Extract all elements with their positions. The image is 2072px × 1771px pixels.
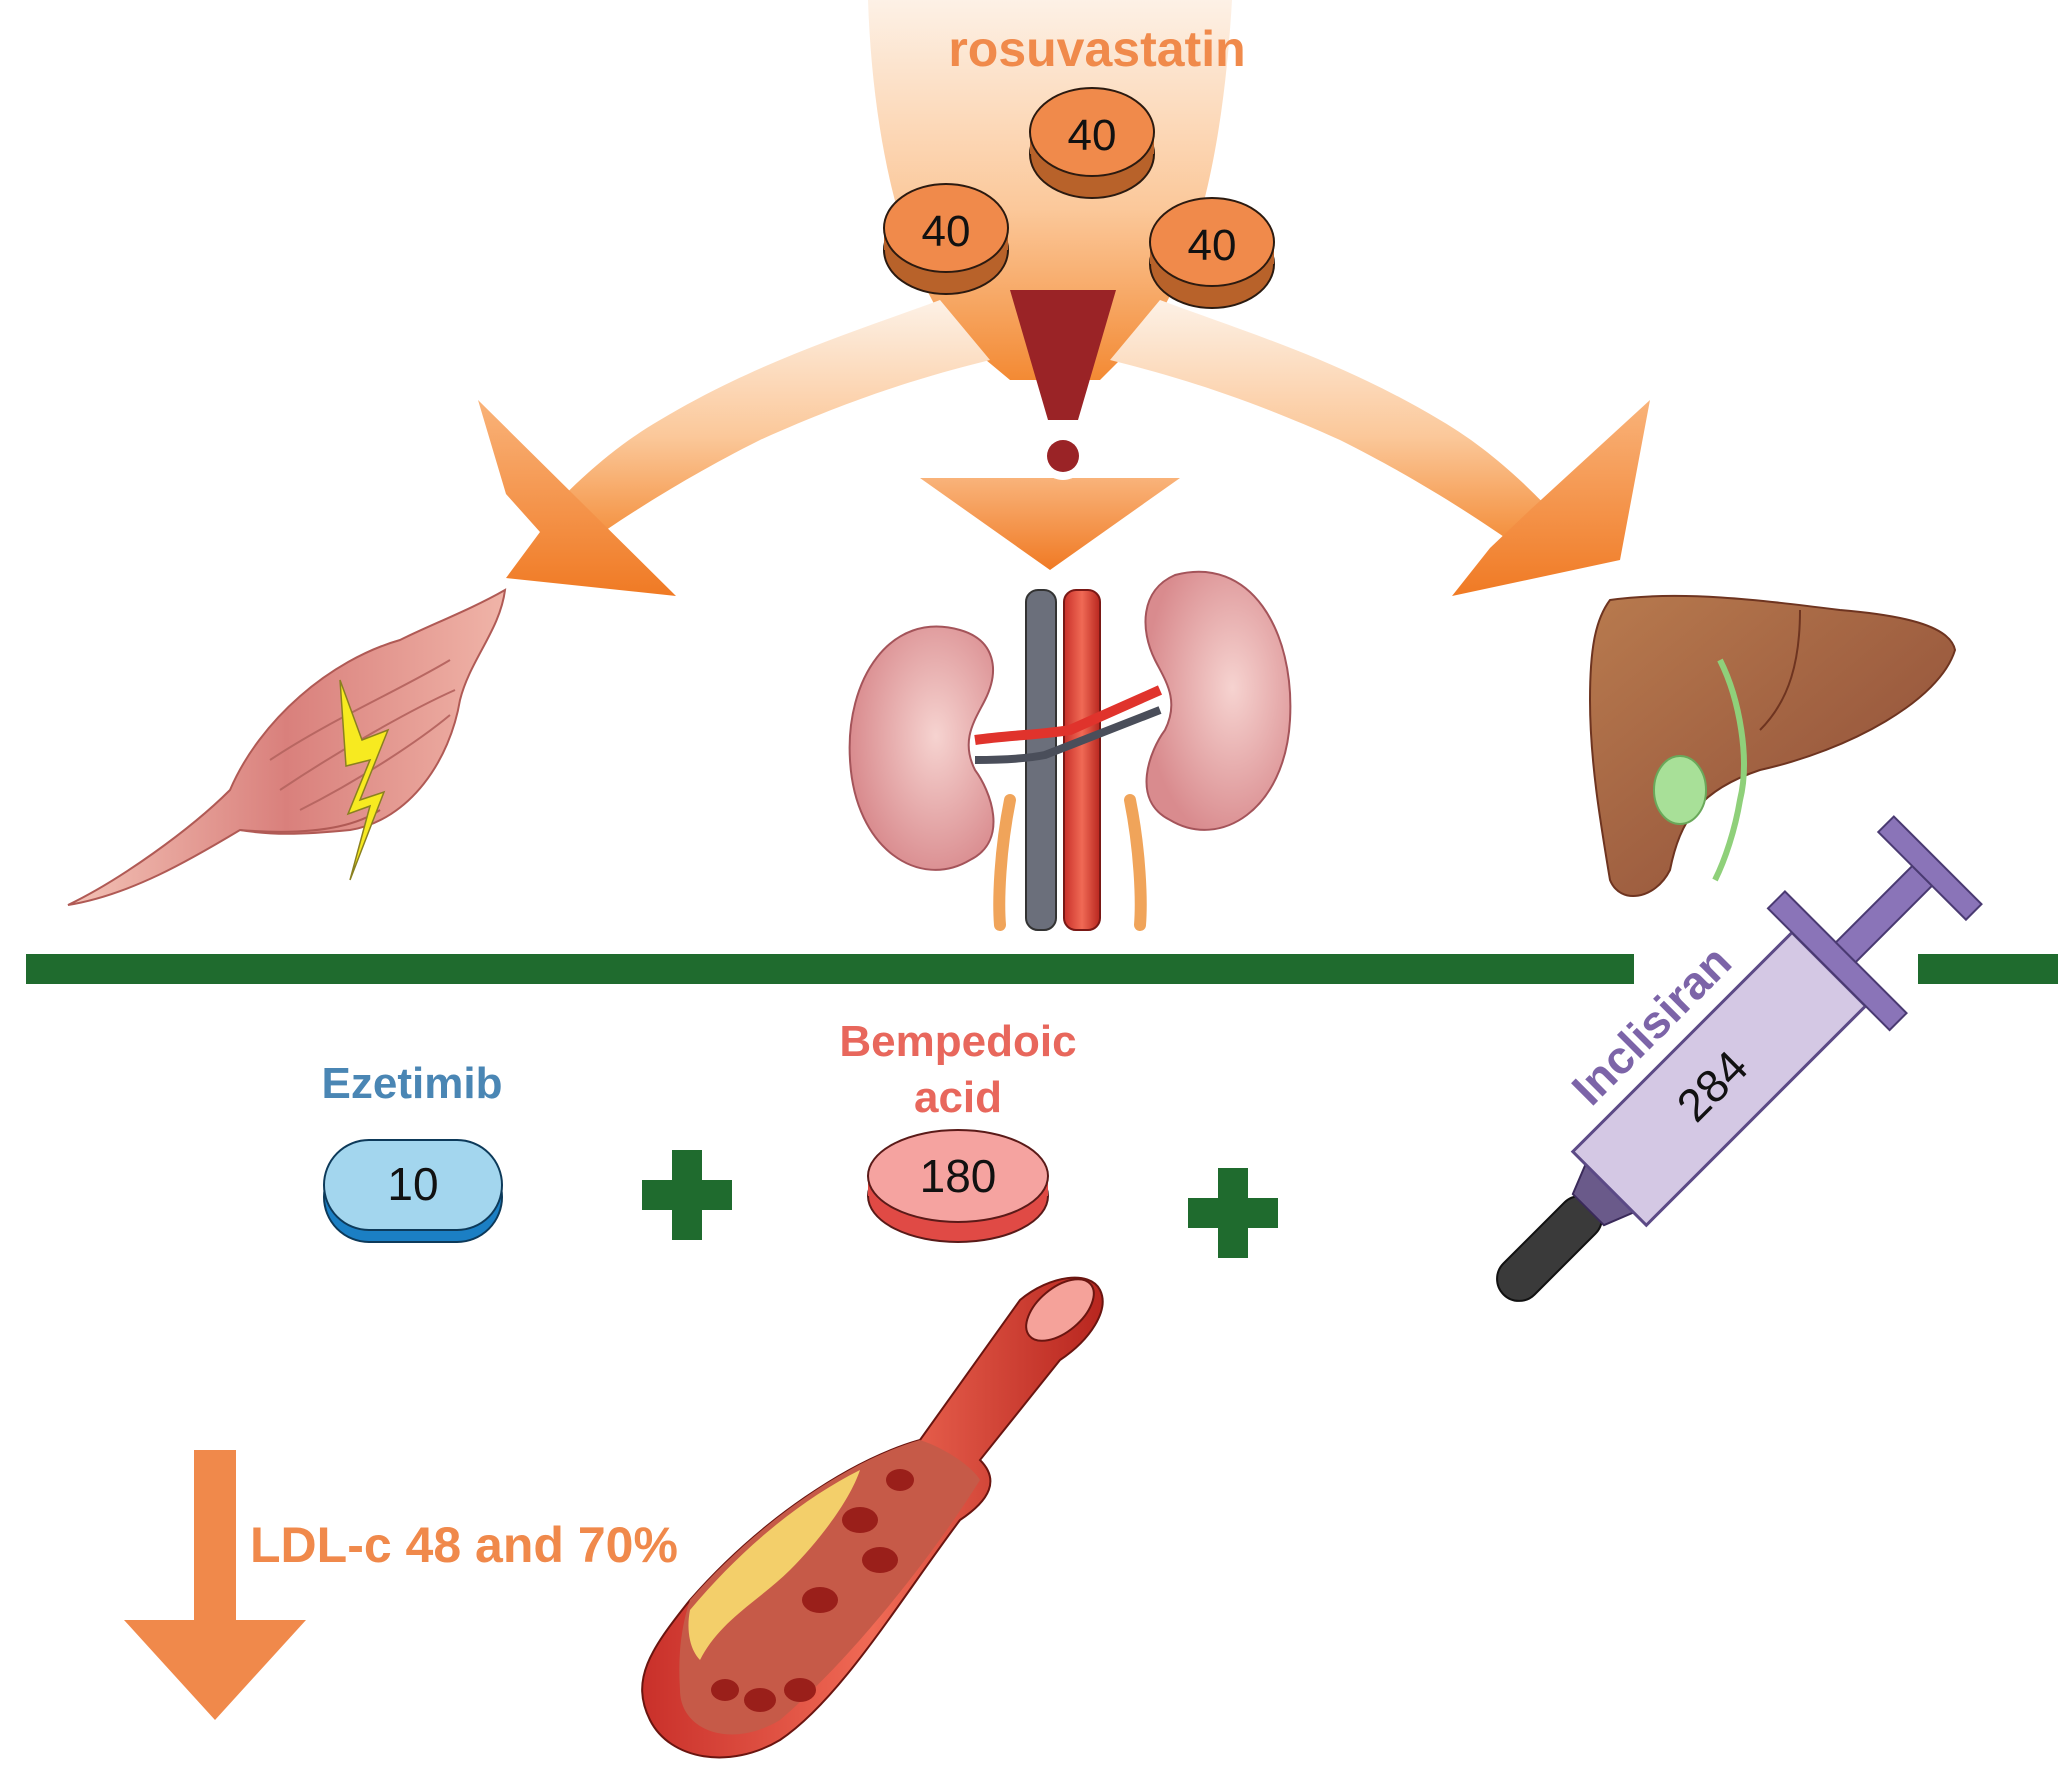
pill-dose: 40 bbox=[1188, 221, 1237, 270]
bempedoic-pill: 180 bbox=[867, 1129, 1049, 1243]
warning-exclamation-icon bbox=[1010, 290, 1116, 480]
divider-line-right bbox=[1918, 954, 2058, 984]
rosuvastatin-label: rosuvastatin bbox=[948, 21, 1245, 77]
rosuvastatin-pill: 40 bbox=[1029, 87, 1155, 199]
ezetimib-label: Ezetimib bbox=[322, 1059, 503, 1108]
arrow-head-center bbox=[920, 478, 1180, 570]
liver-icon bbox=[1588, 594, 1957, 897]
bempedoic-dose: 180 bbox=[920, 1150, 997, 1202]
syringe-icon: 284 Inclisiran bbox=[1496, 815, 1983, 1302]
gallbladder-icon bbox=[1653, 755, 1707, 825]
plus-icon bbox=[1188, 1168, 1278, 1258]
divider-line bbox=[26, 954, 1634, 984]
pill-dose: 40 bbox=[1068, 111, 1117, 160]
ezetimib-pill: 10 bbox=[323, 1139, 503, 1243]
arrow-head-left bbox=[478, 400, 676, 596]
kidney-icon bbox=[848, 570, 1292, 931]
outcome-label: LDL-c 48 and 70% bbox=[250, 1517, 678, 1573]
rosuvastatin-pill: 40 bbox=[1149, 197, 1275, 309]
bempedoic-label-line1: Bempedoic bbox=[839, 1017, 1076, 1066]
lightning-bolt-icon bbox=[339, 679, 390, 881]
down-arrow-icon bbox=[124, 1450, 306, 1720]
muscle-icon bbox=[67, 588, 507, 906]
arrow-head-right bbox=[1452, 400, 1650, 596]
bempedoic-label-line2: acid bbox=[914, 1073, 1002, 1122]
rosuvastatin-pill: 40 bbox=[883, 183, 1009, 295]
pill-dose: 40 bbox=[922, 207, 971, 256]
artery-plaque-icon bbox=[641, 1276, 1104, 1759]
ezetimib-dose: 10 bbox=[387, 1158, 438, 1210]
plus-icon bbox=[642, 1150, 732, 1240]
